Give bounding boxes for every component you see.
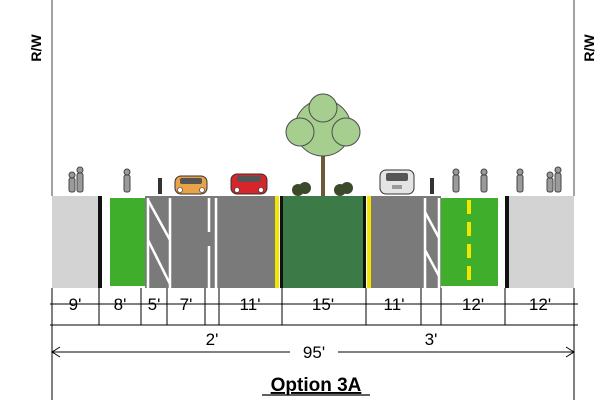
median-island <box>282 196 364 288</box>
segment-label-7: 11' <box>384 295 405 314</box>
subdimension-label-left: 2' <box>206 330 219 349</box>
bollard-icon-right <box>430 178 434 194</box>
subdimension-label-right: 3' <box>425 330 438 349</box>
total-dimension-line <box>51 340 575 400</box>
yellow-line-left <box>275 196 279 288</box>
curb-right-sidewalk <box>505 196 509 288</box>
pedestrian-icon-right <box>516 166 562 193</box>
bike-lane-left <box>110 198 145 286</box>
rw-label-right: R/W <box>581 34 597 62</box>
buffer-hatch-left <box>146 198 172 288</box>
bike-lane-centerline <box>467 200 471 214</box>
median-curb-left <box>280 196 283 288</box>
cyclist-icon-right <box>452 168 488 193</box>
segment-label-6: 15' <box>312 295 334 314</box>
car-icon-orange <box>174 175 208 195</box>
median-curb-right <box>363 196 366 288</box>
yellow-line-right <box>367 196 371 288</box>
road-surface <box>52 196 574 288</box>
pedestrian-icon <box>68 166 84 193</box>
asphalt-right <box>371 196 441 288</box>
segment-label-3: 5' <box>148 295 161 314</box>
segment-label-1: 9' <box>69 295 82 314</box>
segment-label-2: 8' <box>114 295 127 314</box>
bike-lane-centerline-4 <box>467 266 471 280</box>
total-width-label: 95' <box>303 343 325 362</box>
bollard-icon <box>158 178 162 194</box>
shrub-icon <box>292 182 353 196</box>
parking-lane-markings <box>207 198 218 288</box>
bike-lane-centerline-2 <box>467 222 471 236</box>
sidewalk-left <box>52 196 100 288</box>
segment-dimension-line <box>50 288 578 340</box>
sidewalk-right <box>509 196 574 288</box>
car-icon-silver <box>379 169 415 195</box>
bike-lane-centerline-3 <box>467 244 471 258</box>
tree-icon <box>285 93 361 196</box>
segment-label-9: 12' <box>529 295 551 314</box>
option-title: Option 3A <box>271 375 362 396</box>
segment-label-8: 12' <box>462 295 484 314</box>
car-icon-red <box>230 173 268 195</box>
cyclist-icon <box>123 168 131 193</box>
segment-label-4: 7' <box>180 295 193 314</box>
curb-left-sidewalk <box>98 196 102 288</box>
buffer-hatch-right <box>423 198 441 288</box>
rw-label-left: R/W <box>28 34 44 62</box>
segment-label-5: 11' <box>240 295 261 314</box>
